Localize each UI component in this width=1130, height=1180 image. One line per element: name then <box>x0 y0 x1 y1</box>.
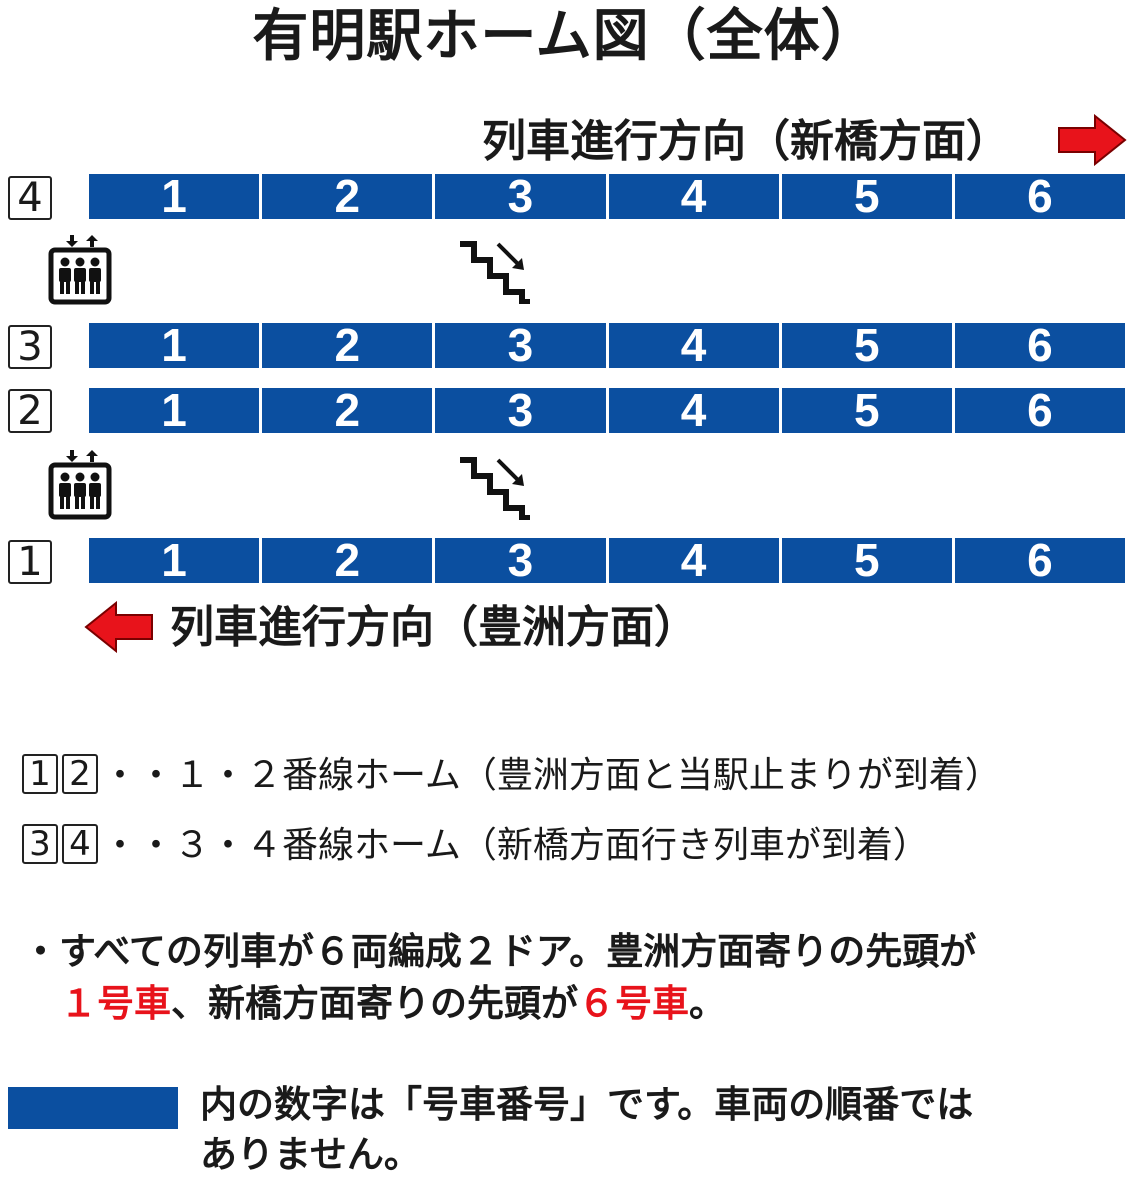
stairs-down-icon <box>458 236 534 304</box>
track-label-2: 2 <box>8 389 52 433</box>
track-label-3: 3 <box>8 325 52 369</box>
car-number: 4 <box>608 322 779 368</box>
direction-label-shimbashi: 列車進行方向（新橋方面） <box>482 116 1010 167</box>
track-box: 3 <box>22 824 58 864</box>
car-number: 6 <box>954 537 1126 583</box>
track-box: 1 <box>22 754 58 794</box>
car-1-highlight: １号車 <box>60 982 171 1025</box>
track-label-4: 4 <box>8 176 52 220</box>
car-number: 4 <box>608 173 779 219</box>
direction-label-toyosu: 列車進行方向（豊洲方面） <box>170 602 698 653</box>
car-number: 6 <box>954 387 1126 433</box>
car-number: 1 <box>89 537 260 583</box>
car-number: 4 <box>608 387 779 433</box>
track-box: 4 <box>62 824 98 864</box>
car-number: 2 <box>262 537 433 583</box>
car-number: 3 <box>435 322 606 368</box>
car-number: 5 <box>781 387 952 433</box>
legend-line-1: 内の数字は「号車番号」です。車両の順番では <box>200 1083 974 1126</box>
car-number: 1 <box>89 322 260 368</box>
car-number: 6 <box>954 322 1126 368</box>
car-number: 2 <box>262 387 433 433</box>
formation-info-line2: １号車、新橋方面寄りの先頭が６号車。 <box>60 976 726 1032</box>
car-number: 5 <box>781 173 952 219</box>
track-label-1: 1 <box>8 540 52 584</box>
left-arrow-icon <box>84 600 154 654</box>
car-number: 1 <box>89 173 260 219</box>
train-track-4: 1 2 3 4 5 6 <box>89 173 1126 219</box>
train-track-2: 1 2 3 4 5 6 <box>89 387 1126 433</box>
car-number: 2 <box>262 322 433 368</box>
formation-info-end: 。 <box>689 982 726 1025</box>
note-text: ・・３・４番線ホーム（新橋方面行き列車が到着） <box>102 825 929 866</box>
car-number: 3 <box>435 387 606 433</box>
legend-line-2: ありません。 <box>200 1133 421 1176</box>
car-number: 5 <box>781 322 952 368</box>
note-text: ・・１・２番線ホーム（豊洲方面と当駅止まりが到着） <box>102 755 1001 796</box>
car-number: 1 <box>89 387 260 433</box>
formation-info-line1: ・すべての列車が６両編成２ドア。豊洲方面寄りの先頭が <box>22 930 977 973</box>
train-track-3: 1 2 3 4 5 6 <box>89 322 1126 368</box>
car-number: 3 <box>435 173 606 219</box>
elevator-icon <box>48 448 112 520</box>
car-number: 5 <box>781 537 952 583</box>
formation-info-mid: 、新橋方面寄りの先頭が <box>171 982 578 1025</box>
track-box: 2 <box>62 754 98 794</box>
car-6-highlight: ６号車 <box>578 982 689 1025</box>
car-number: 3 <box>435 537 606 583</box>
car-number: 6 <box>954 173 1126 219</box>
right-arrow-icon <box>1057 113 1127 167</box>
elevator-icon <box>48 233 112 305</box>
car-number: 4 <box>608 537 779 583</box>
legend-swatch <box>8 1087 178 1129</box>
train-track-1: 1 2 3 4 5 6 <box>89 537 1126 583</box>
car-number: 2 <box>262 173 433 219</box>
page-title: 有明駅ホーム図（全体） <box>252 4 878 69</box>
stairs-down-icon <box>458 452 534 520</box>
legend-text: 内の数字は「号車番号」です。車両の順番では ありません。 <box>200 1080 973 1180</box>
